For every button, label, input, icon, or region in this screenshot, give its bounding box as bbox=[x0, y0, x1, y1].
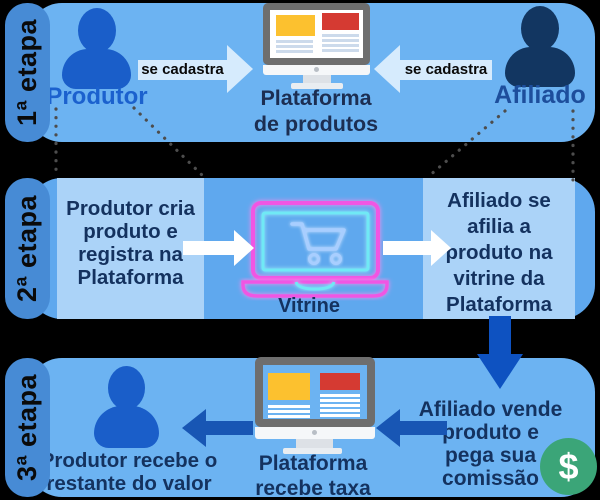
monitor-yellow-block bbox=[268, 373, 310, 400]
vitrine-label: Vitrine bbox=[278, 295, 340, 317]
stage3-affiliate-line: comissão bbox=[442, 467, 539, 490]
register-right-label: se cadastra bbox=[400, 60, 492, 80]
stage3-affiliate-line: pega sua bbox=[444, 444, 537, 467]
monitor-dot bbox=[314, 67, 319, 72]
stage3-platform-line1: Plataforma bbox=[258, 452, 368, 475]
stage3-tab: 3ª etapa bbox=[5, 358, 50, 497]
stage2-affiliate-line: afilia a bbox=[467, 215, 531, 238]
register-left-label: se cadastra bbox=[138, 60, 227, 80]
monitor-text-line bbox=[320, 414, 360, 417]
stage2-tab-label: 2ª etapa bbox=[12, 194, 43, 303]
stage2-affiliate-line: vitrine da bbox=[453, 267, 545, 290]
affiliate-icon-body bbox=[505, 47, 575, 87]
affiliate-label: Afiliado bbox=[494, 81, 586, 109]
stage2-producer-panel bbox=[57, 178, 204, 319]
stage2-tab: 2ª etapa bbox=[5, 178, 50, 319]
affiliate-icon bbox=[521, 6, 559, 51]
monitor-text-line bbox=[322, 49, 359, 52]
money-icon: $ bbox=[540, 438, 597, 495]
stage3-producer-line2: restante do valor bbox=[46, 472, 212, 495]
stage3-affiliate-line: produto e bbox=[442, 421, 539, 444]
dollar-sign: $ bbox=[558, 445, 579, 487]
monitor-text-line bbox=[268, 405, 310, 408]
monitor-text-line bbox=[320, 399, 360, 402]
monitor-dot bbox=[312, 430, 317, 435]
monitor-red-block bbox=[322, 13, 359, 30]
monitor-stand bbox=[303, 75, 331, 83]
stage3-producer-line1: Produtor recebe o bbox=[40, 449, 218, 472]
monitor-text-line bbox=[322, 34, 359, 37]
monitor-text-line bbox=[320, 394, 360, 397]
producer-icon-body bbox=[62, 49, 131, 89]
monitor-text-line bbox=[276, 45, 313, 48]
stage3-affiliate-line: Afiliado vende bbox=[418, 398, 563, 421]
monitor-yellow-block bbox=[276, 15, 315, 36]
monitor-stand bbox=[296, 439, 333, 449]
stage2-producer-line: registra na bbox=[78, 243, 183, 266]
platform-label-line1: Plataforma bbox=[260, 86, 372, 110]
stage1-tab: 1ª etapa bbox=[5, 3, 50, 142]
monitor-text-line bbox=[268, 410, 310, 413]
stage2-affiliate-line: produto na bbox=[445, 241, 553, 264]
stage1-tab-label: 1ª etapa bbox=[12, 18, 43, 127]
monitor-text-line bbox=[320, 404, 360, 407]
stage3-tab-label: 3ª etapa bbox=[12, 373, 43, 482]
shopping-cart-icon bbox=[290, 222, 346, 265]
monitor-text-line bbox=[322, 44, 359, 47]
stage3-platform-line2: recebe taxa bbox=[255, 477, 371, 500]
platform-label-line2: de produtos bbox=[253, 112, 379, 136]
monitor-red-block bbox=[320, 373, 360, 390]
register-left-arrow-icon bbox=[227, 45, 253, 93]
monitor-text-line bbox=[276, 50, 313, 53]
stage2-producer-line: Plataforma bbox=[77, 266, 184, 289]
monitor-text-line bbox=[276, 40, 313, 43]
producer-icon bbox=[78, 8, 116, 53]
producer-icon bbox=[108, 366, 145, 410]
register-right-arrow-icon bbox=[374, 45, 400, 93]
monitor-base bbox=[283, 448, 342, 454]
monitor-text-line bbox=[268, 415, 310, 418]
stage2-producer-line: produto e bbox=[83, 220, 178, 243]
producer-label: Produtor bbox=[46, 83, 148, 110]
producer-icon-body bbox=[94, 406, 159, 448]
monitor-base bbox=[291, 83, 343, 89]
monitor-text-line bbox=[320, 409, 360, 412]
stage2-affiliate-line: Plataforma bbox=[446, 293, 552, 316]
monitor-text-line bbox=[322, 39, 359, 42]
stage2-producer-line: Produtor cria bbox=[66, 197, 195, 220]
stage2-affiliate-line: Afiliado se bbox=[447, 189, 551, 212]
vitrine-laptop-icon bbox=[241, 201, 389, 298]
